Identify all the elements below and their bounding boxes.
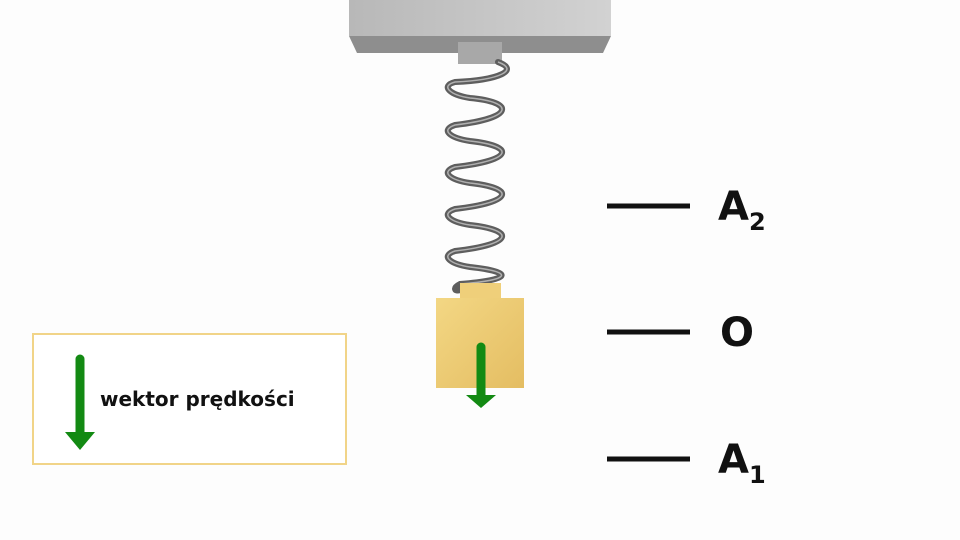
velocity-arrow-icon	[466, 342, 496, 408]
green-down-arrow-icon	[65, 354, 95, 450]
spring	[444, 59, 510, 294]
label-a2: A2	[718, 184, 766, 236]
legend-box: wektor prędkości	[32, 333, 347, 465]
ceiling-block	[349, 0, 611, 64]
label-o: O	[720, 310, 755, 356]
position-markers	[607, 203, 690, 462]
label-a1: A1	[718, 437, 766, 489]
legend-label: wektor prędkości	[100, 387, 295, 411]
